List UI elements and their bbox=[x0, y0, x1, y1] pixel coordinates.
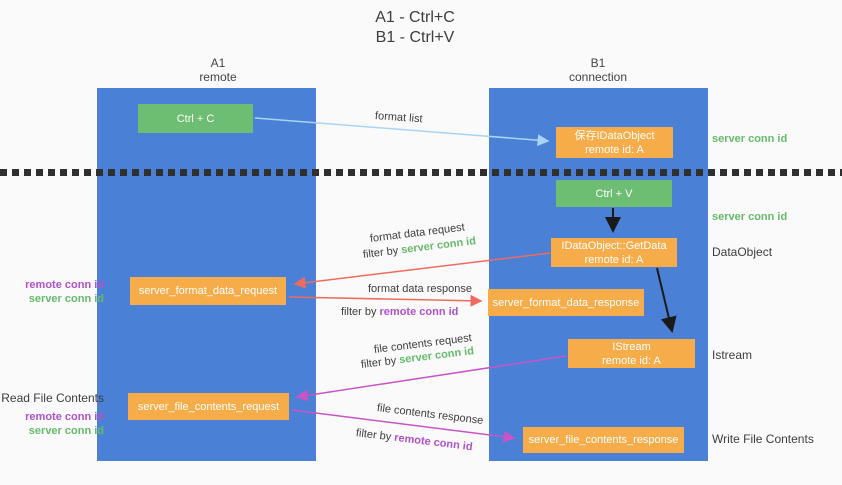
node-save-idataobject: 保存IDataObject remote id: A bbox=[556, 127, 673, 158]
column-header-b1: B1 connection bbox=[538, 56, 658, 84]
format-data-response-label: format data response bbox=[368, 283, 472, 295]
column-header-a1: A1 remote bbox=[158, 56, 278, 84]
dotted-separator-line bbox=[0, 169, 842, 176]
remote-conn-id-annotation-format: remote conn id bbox=[25, 279, 104, 291]
column-a1-sublabel: remote bbox=[199, 70, 237, 84]
istream-line2: remote id: A bbox=[602, 354, 661, 367]
title-line-1: A1 - Ctrl+C bbox=[375, 9, 455, 26]
title-line-2: B1 - Ctrl+V bbox=[375, 29, 455, 46]
server-file-contents-request-label: server_file_contents_request bbox=[137, 400, 280, 413]
server-format-data-response-label: server_format_data_response bbox=[492, 296, 640, 309]
remote-conn-id-inline: remote conn id bbox=[393, 431, 474, 454]
remote-conn-id-inline: remote conn id bbox=[379, 306, 459, 318]
filter-by-text: filter by bbox=[355, 427, 392, 444]
node-ctrl-c: Ctrl + C bbox=[138, 104, 253, 133]
server-conn-id-annotation-file: server conn id bbox=[28, 425, 104, 437]
node-istream: IStream remote id: A bbox=[568, 339, 695, 368]
write-file-contents-annotation: Write File Contents bbox=[712, 432, 814, 446]
remote-conn-id-annotation-file: remote conn id bbox=[25, 411, 104, 423]
format-list-label: format list bbox=[374, 110, 423, 126]
column-a1-label: A1 bbox=[210, 56, 226, 70]
filter-by-text: filter by bbox=[360, 354, 397, 371]
server-format-data-request-label: server_format_data_request bbox=[138, 285, 278, 297]
node-server-format-data-request: server_format_data_request bbox=[130, 277, 286, 305]
server-file-contents-response-label: server_file_contents_response bbox=[528, 434, 679, 446]
save-idataobject-line1: 保存IDataObject bbox=[574, 129, 655, 142]
node-idataobject-getdata: IDataObject::GetData remote id: A bbox=[551, 238, 677, 267]
filter-by-text: filter by bbox=[362, 244, 399, 261]
getdata-line2: remote id: A bbox=[584, 253, 644, 266]
column-b1-sublabel: connection bbox=[568, 70, 628, 84]
getdata-line1: IDataObject::GetData bbox=[561, 239, 667, 252]
istream-line1: IStream bbox=[612, 340, 651, 353]
read-file-contents-annotation: Read File Contents bbox=[1, 391, 104, 405]
node-server-file-contents-request: server_file_contents_request bbox=[128, 393, 289, 420]
server-conn-id-annotation-top: server conn id bbox=[712, 133, 788, 145]
istream-annotation: Istream bbox=[712, 348, 753, 362]
dataobject-annotation: DataObject bbox=[712, 245, 773, 259]
filter-by-text: filter by bbox=[341, 306, 377, 318]
ctrl-v-label: Ctrl + V bbox=[595, 187, 633, 200]
column-b1-label: B1 bbox=[590, 56, 606, 70]
node-server-format-data-response: server_format_data_response bbox=[488, 289, 644, 316]
file-contents-response-label: file contents response bbox=[376, 402, 484, 427]
node-server-file-contents-response: server_file_contents_response bbox=[523, 427, 684, 453]
ctrl-c-label: Ctrl + C bbox=[176, 112, 215, 125]
filter-by-remote-conn-id-format: filter by remote conn id bbox=[341, 306, 458, 318]
save-idataobject-line2: remote id: A bbox=[585, 143, 644, 156]
server-conn-id-annotation-format: server conn id bbox=[28, 293, 104, 305]
filter-by-remote-conn-id-file: filter by remote conn id bbox=[355, 427, 473, 453]
diagram-title: A1 - Ctrl+C B1 - Ctrl+V bbox=[330, 8, 500, 48]
server-conn-id-annotation-ctrlv: server conn id bbox=[712, 211, 788, 223]
node-ctrl-v: Ctrl + V bbox=[556, 180, 672, 207]
arrow-format-data-response bbox=[288, 294, 483, 307]
